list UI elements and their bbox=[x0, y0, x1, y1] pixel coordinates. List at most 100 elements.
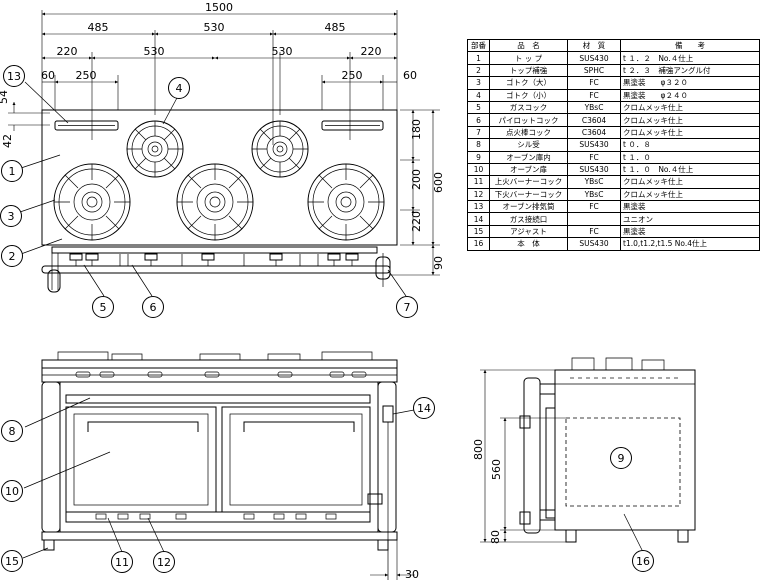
cell-material: FC bbox=[567, 76, 621, 90]
cell-name: オーブン排気筒 bbox=[489, 200, 568, 214]
cell-material: SPHC bbox=[567, 63, 621, 78]
callout-7: 7 bbox=[396, 296, 418, 318]
callout-13: 13 bbox=[3, 65, 25, 87]
cell-material: SUS430 bbox=[567, 237, 621, 251]
dim-530-mid: 530 bbox=[204, 21, 225, 34]
cell-note: t ０．８ bbox=[620, 138, 760, 152]
large-burner-right bbox=[307, 163, 385, 241]
cell-no: 1 bbox=[467, 51, 490, 65]
cell-name: アジャスト bbox=[489, 224, 568, 239]
cell-material: SUS430 bbox=[567, 162, 621, 177]
dim-250-right: 250 bbox=[342, 69, 363, 82]
col-header-material: 材 質 bbox=[567, 38, 621, 53]
top-view-dimension-lines bbox=[8, 12, 435, 275]
dim-560: 560 bbox=[490, 459, 503, 480]
cell-no: 6 bbox=[467, 113, 490, 127]
top-view-extension-lines bbox=[41, 10, 440, 276]
cell-name: ゴトク（大） bbox=[489, 76, 568, 90]
dim-220-right: 220 bbox=[361, 45, 382, 58]
cell-name: ト ッ プ bbox=[489, 51, 568, 65]
cell-no: 16 bbox=[467, 237, 490, 251]
cell-note: 黒塗装 bbox=[620, 200, 760, 214]
callout-3: 3 bbox=[0, 205, 22, 227]
dim-180: 180 bbox=[410, 119, 423, 140]
cell-note: クロムメッキ仕上 bbox=[620, 187, 760, 202]
callout-1: 1 bbox=[1, 160, 23, 182]
cell-name: パイロットコック bbox=[489, 113, 568, 127]
cell-material: YBsC bbox=[567, 175, 621, 189]
cell-no: 12 bbox=[467, 187, 490, 202]
callout-10: 10 bbox=[1, 480, 23, 502]
cell-no: 5 bbox=[467, 100, 490, 115]
dim-485-right: 485 bbox=[325, 21, 346, 34]
cell-material: YBsC bbox=[567, 100, 621, 115]
cell-name: 点火棒コック bbox=[489, 125, 568, 140]
cell-material: C3604 bbox=[567, 113, 621, 127]
callout-8: 8 bbox=[1, 420, 23, 442]
dim-30: 30 bbox=[405, 568, 419, 581]
cell-note: クロムメッキ仕上 bbox=[620, 125, 760, 140]
front-view: 30 bbox=[41, 351, 419, 581]
cell-no: 15 bbox=[467, 224, 490, 239]
dim-60-right: 60 bbox=[403, 69, 417, 82]
dim-80: 80 bbox=[489, 530, 502, 544]
dim-total-width: 1500 bbox=[205, 1, 233, 14]
callout-14: 14 bbox=[413, 397, 435, 419]
cell-material: FC bbox=[567, 150, 621, 164]
dim-220-vertical: 220 bbox=[410, 211, 423, 232]
cell-material: C3604 bbox=[567, 125, 621, 140]
dim-90: 90 bbox=[432, 256, 445, 270]
cell-name: 本 体 bbox=[489, 237, 568, 251]
cell-note: t １．０ bbox=[620, 150, 760, 164]
cell-name: 下火バーナーコック bbox=[489, 187, 568, 202]
dim-60-left: 60 bbox=[41, 69, 55, 82]
dim-250-left: 250 bbox=[76, 69, 97, 82]
cell-name: オーブン扉 bbox=[489, 162, 568, 177]
top-view-dimension-texts: 1500 485 530 485 220 530 530 220 60 250 … bbox=[0, 1, 445, 270]
large-burner-center bbox=[176, 163, 254, 241]
callout-5: 5 bbox=[92, 296, 114, 318]
cell-name: ガスコック bbox=[489, 100, 568, 115]
cell-material: YBsC bbox=[567, 187, 621, 202]
top-view-leaders bbox=[19, 81, 407, 297]
dim-220-left: 220 bbox=[57, 45, 78, 58]
cell-name: 上火バーナーコック bbox=[489, 175, 568, 189]
cell-name: トップ補強 bbox=[489, 63, 568, 78]
dim-530-a: 530 bbox=[144, 45, 165, 58]
cell-no: 13 bbox=[467, 200, 490, 214]
cell-no: 7 bbox=[467, 125, 490, 140]
callout-6: 6 bbox=[142, 296, 164, 318]
col-header-no: 部番 bbox=[467, 38, 490, 53]
callout-12: 12 bbox=[153, 551, 175, 573]
cell-no: 9 bbox=[467, 150, 490, 164]
cell-note: t １．０ No.４仕上 bbox=[620, 162, 760, 177]
cell-note: ユニオン bbox=[620, 212, 760, 226]
callout-2: 2 bbox=[1, 245, 23, 267]
cell-name: ガス接続口 bbox=[489, 212, 568, 226]
callout-11: 11 bbox=[111, 551, 133, 573]
callout-9: 9 bbox=[610, 447, 632, 469]
callout-4: 4 bbox=[168, 77, 190, 99]
dim-485-left: 485 bbox=[88, 21, 109, 34]
col-header-note: 備 考 bbox=[620, 38, 760, 53]
small-burner-right bbox=[251, 120, 309, 178]
cell-note: クロムメッキ仕上 bbox=[620, 175, 760, 189]
cell-no: 10 bbox=[467, 162, 490, 177]
dim-530-b: 530 bbox=[272, 45, 293, 58]
cell-name: オーブン庫内 bbox=[489, 150, 568, 164]
cell-no: 4 bbox=[467, 88, 490, 102]
cell-material: FC bbox=[567, 224, 621, 239]
cell-material: SUS430 bbox=[567, 138, 621, 152]
cell-note: クロムメッキ仕上 bbox=[620, 100, 760, 115]
